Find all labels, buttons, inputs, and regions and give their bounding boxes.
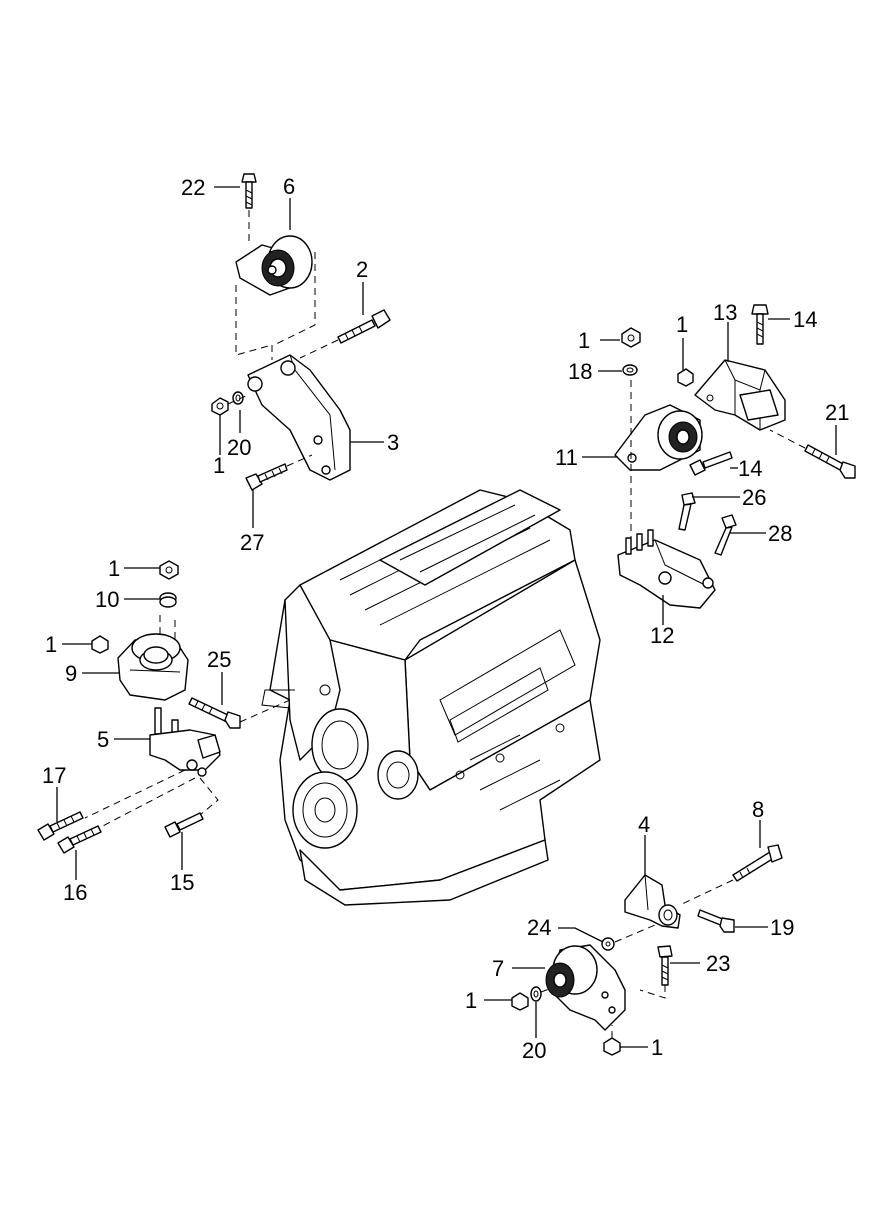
- mount-bracket-icon: [624, 874, 681, 929]
- nut-icon: [511, 992, 529, 1011]
- leader-lines: [56, 186, 837, 1048]
- top-mount-group: [211, 173, 391, 491]
- callout-14-top: 14: [793, 307, 817, 332]
- bottom-mount-group: [511, 844, 783, 1056]
- callout-11: 11: [555, 445, 578, 470]
- callout-12: 12: [650, 623, 674, 648]
- callout-26: 26: [742, 485, 766, 510]
- callout-17: 17: [42, 763, 66, 788]
- bolt-icon: [732, 844, 783, 882]
- callout-10: 10: [95, 587, 119, 612]
- callout-9: 9: [65, 661, 77, 686]
- callout-21: 21: [825, 400, 849, 425]
- callout-5: 5: [97, 727, 109, 752]
- bolt-icon: [689, 451, 733, 476]
- nut-icon: [603, 1037, 621, 1056]
- callout-22: 22: [181, 175, 205, 200]
- bolt-icon: [188, 697, 241, 729]
- bolt-icon: [57, 825, 102, 854]
- mount-bracket-icon: [149, 729, 221, 777]
- engine-mount-icon: [235, 235, 313, 296]
- callout-16: 16: [63, 880, 87, 905]
- bolt-icon: [164, 812, 204, 838]
- left-mount-group: [37, 560, 291, 854]
- mount-bracket-icon: [694, 359, 786, 431]
- callout-1-left-a: 1: [108, 556, 120, 581]
- washer-icon: [232, 391, 244, 405]
- bolt-icon: [241, 173, 257, 209]
- nut-icon: [621, 327, 641, 348]
- washer-icon: [601, 937, 615, 951]
- right-mount-group: [614, 304, 856, 609]
- callout-23: 23: [706, 951, 730, 976]
- callout-8: 8: [752, 797, 764, 822]
- callout-15: 15: [170, 870, 194, 895]
- callout-25: 25: [207, 647, 231, 672]
- bolt-icon: [245, 463, 288, 491]
- callout-19: 19: [770, 915, 794, 940]
- bolt-icon: [751, 304, 769, 345]
- callout-1-left-b: 1: [45, 632, 57, 657]
- callout-6: 6: [283, 174, 295, 199]
- bolt-icon: [697, 909, 735, 933]
- callout-1-bottom-b: 1: [651, 1035, 663, 1060]
- callout-2: 2: [356, 257, 368, 282]
- mount-bracket-icon: [617, 529, 716, 609]
- nut-icon: [91, 635, 109, 654]
- callout-20-bottom: 20: [522, 1038, 546, 1063]
- callout-24: 24: [527, 915, 551, 940]
- callout-labels: 22 6 2 1 20 3 27 1 1 13 14 18 21 11 14 2…: [42, 174, 849, 1063]
- engine-block-icon: [261, 489, 601, 906]
- nut-icon: [211, 397, 229, 416]
- nut-icon: [159, 560, 179, 580]
- callout-20-top: 20: [227, 435, 251, 460]
- callout-18: 18: [568, 359, 592, 384]
- bolt-icon: [714, 514, 737, 556]
- callout-1-right-a: 1: [578, 328, 590, 353]
- washer-icon: [159, 592, 177, 608]
- callout-4: 4: [638, 812, 650, 837]
- bolt-icon: [678, 492, 696, 531]
- callout-1-top: 1: [213, 453, 225, 478]
- callout-28: 28: [768, 521, 792, 546]
- engine-mount-icon: [117, 633, 189, 701]
- bolt-icon: [337, 309, 391, 344]
- callout-14-mid: 14: [738, 456, 762, 481]
- washer-icon: [622, 364, 638, 376]
- callout-1-bottom-a: 1: [465, 988, 477, 1013]
- bolt-icon: [37, 811, 84, 841]
- bolt-icon: [804, 444, 856, 479]
- mount-bracket-icon: [247, 354, 351, 481]
- callout-1-right-b: 1: [676, 312, 688, 337]
- callout-27: 27: [240, 530, 264, 555]
- engine-mount-icon: [614, 404, 703, 471]
- engine-mount-icon: [545, 944, 626, 1031]
- nut-icon: [677, 368, 694, 387]
- callout-13: 13: [713, 300, 737, 325]
- callout-3: 3: [387, 430, 399, 455]
- washer-icon: [530, 986, 542, 1002]
- bolt-icon: [657, 945, 673, 986]
- callout-7: 7: [492, 956, 504, 981]
